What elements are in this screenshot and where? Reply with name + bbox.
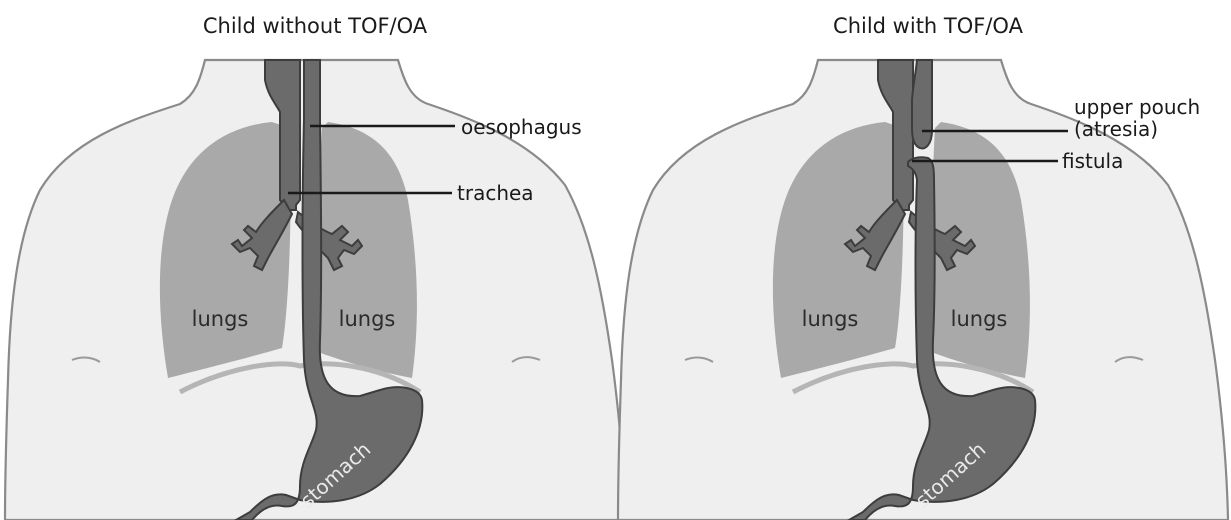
label-atresia: (atresia) — [1074, 117, 1158, 141]
label-lungs-left-with: lungs — [802, 307, 859, 331]
panel-with-tof-oa: Child with TOF/OA stomach lungs lungs up… — [618, 14, 1228, 520]
label-lungs-left-without: lungs — [192, 307, 249, 331]
label-lungs-right-with: lungs — [951, 307, 1008, 331]
panel-without-tof-oa: Child without TOF/OA stomach lungs lungs… — [5, 14, 625, 520]
panel-title-with: Child with TOF/OA — [833, 14, 1024, 38]
label-oesophagus: oesophagus — [461, 115, 582, 139]
label-fistula: fistula — [1062, 149, 1123, 173]
label-trachea: trachea — [457, 181, 534, 205]
label-lungs-right-without: lungs — [339, 307, 396, 331]
label-upper-pouch: upper pouch — [1074, 95, 1200, 119]
panel-title-without: Child without TOF/OA — [203, 14, 428, 38]
upper-pouch — [912, 60, 932, 148]
